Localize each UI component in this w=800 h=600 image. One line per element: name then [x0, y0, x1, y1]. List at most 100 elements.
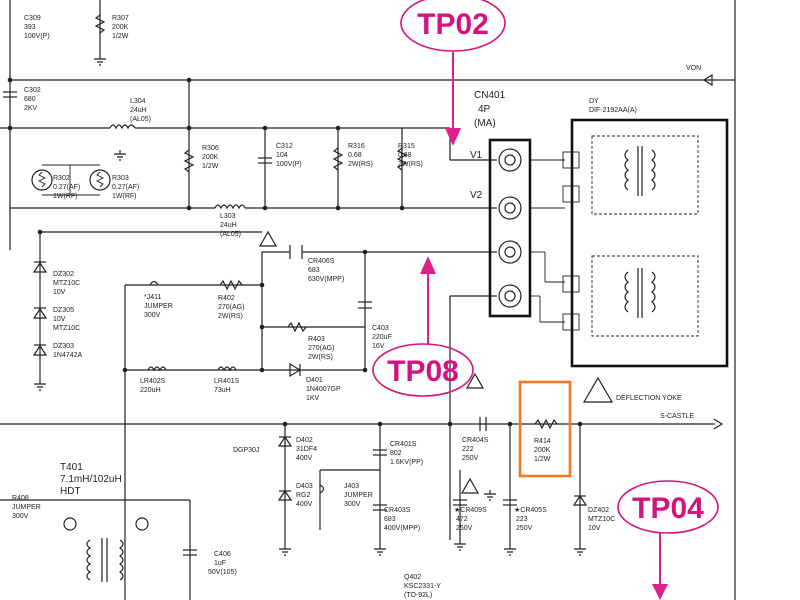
- label-r403: R403 270(AG) 2W(RS): [308, 336, 334, 361]
- svg-text:250V: 250V: [516, 525, 533, 532]
- svg-text:2W(RS): 2W(RS): [348, 161, 373, 168]
- label-r315: R315 0.68 2W(RS): [398, 143, 423, 168]
- svg-text:R306: R306: [202, 145, 219, 152]
- svg-text:D403: D403: [296, 483, 313, 490]
- svg-text:300V: 300V: [144, 312, 161, 319]
- svg-text:DZ303: DZ303: [53, 343, 74, 350]
- svg-text:100V(P): 100V(P): [276, 161, 302, 168]
- svg-text:222: 222: [462, 446, 474, 453]
- svg-text:*J411: *J411: [144, 294, 161, 301]
- svg-text:24uH: 24uH: [130, 107, 147, 114]
- svg-text:683: 683: [308, 267, 320, 274]
- svg-text:300V: 300V: [12, 513, 29, 520]
- component-symbols: [3, 14, 724, 582]
- svg-text:R315: R315: [398, 143, 415, 150]
- svg-text:1W(RF): 1W(RF): [53, 193, 78, 200]
- svg-text:200K: 200K: [534, 447, 551, 454]
- label-dz402: DZ402 MTZ10C 10V: [588, 507, 615, 532]
- svg-text:2W(RS): 2W(RS): [218, 313, 243, 320]
- svg-text:★CR405S: ★CR405S: [514, 506, 547, 514]
- junctions: [7, 77, 583, 427]
- pin-v1-label: V1: [470, 150, 483, 161]
- svg-text:630V(MPP): 630V(MPP): [308, 276, 344, 283]
- svg-text:J403: J403: [344, 483, 359, 490]
- svg-text:C403: C403: [372, 325, 389, 332]
- svg-text:(TO-92L): (TO-92L): [404, 592, 432, 599]
- label-c403: C403 220uF 16V: [372, 325, 392, 350]
- svg-text:CR403S: CR403S: [384, 507, 411, 514]
- deflection-yoke-box: [562, 118, 729, 368]
- svg-text:R403: R403: [308, 336, 325, 343]
- svg-text:1/2W: 1/2W: [534, 456, 551, 463]
- svg-text:220uH: 220uH: [140, 387, 161, 394]
- svg-text:R408: R408: [12, 495, 29, 502]
- svg-text:1W(RF): 1W(RF): [112, 193, 137, 200]
- svg-text:R414: R414: [534, 438, 551, 445]
- svg-text:C406: C406: [214, 551, 231, 558]
- label-cr409s: ★CR409S 472 250V: [454, 506, 487, 532]
- svg-text:220uF: 220uF: [372, 334, 392, 341]
- cn401-pins: 4P: [478, 104, 491, 115]
- svg-text:683: 683: [384, 516, 396, 523]
- svg-text:L303: L303: [220, 213, 236, 220]
- label-dz302: DZ302 MTZ10C 10V: [53, 271, 80, 296]
- svg-text:JUMPER: JUMPER: [344, 492, 373, 499]
- svg-text:0.68: 0.68: [398, 152, 412, 159]
- svg-text:270(AG): 270(AG): [308, 345, 334, 352]
- svg-text:1N4007GP: 1N4007GP: [306, 386, 341, 393]
- svg-text:1N4742A: 1N4742A: [53, 352, 83, 359]
- label-r306: R306 200K 1/2W: [202, 145, 219, 170]
- svg-text:★CR409S: ★CR409S: [454, 506, 487, 514]
- svg-text:10V: 10V: [53, 316, 66, 323]
- label-cr403s: CR403S 683 400V(MPP): [384, 507, 420, 532]
- label-r408: R408 JUMPER 300V: [12, 495, 41, 520]
- svg-text:31DF4: 31DF4: [296, 446, 317, 453]
- svg-text:1.6KV(PP): 1.6KV(PP): [390, 459, 423, 466]
- svg-text:0.68: 0.68: [348, 152, 362, 159]
- svg-text:24uH: 24uH: [220, 222, 237, 229]
- label-c302: C302 680 2KV: [24, 87, 41, 112]
- svg-text:10V: 10V: [588, 525, 601, 532]
- label-dz303: DZ303 1N4742A: [53, 343, 83, 359]
- svg-text:JUMPER: JUMPER: [12, 504, 41, 511]
- svg-text:472: 472: [456, 516, 468, 523]
- svg-text:2KV: 2KV: [24, 105, 38, 112]
- svg-text:1/2W: 1/2W: [202, 163, 219, 170]
- label-r402: R402 270(AG) 2W(RS): [218, 295, 244, 320]
- label-l304: L304 24uH (AL05): [130, 98, 151, 123]
- svg-text:1/2W: 1/2W: [112, 33, 129, 40]
- svg-text:200K: 200K: [202, 154, 219, 161]
- svg-text:LR402S: LR402S: [140, 378, 166, 385]
- tp04-marker: TP04: [617, 480, 719, 600]
- svg-text:200K: 200K: [112, 24, 129, 31]
- svg-text:50V(105): 50V(105): [208, 569, 237, 576]
- svg-text:LR401S: LR401S: [214, 378, 240, 385]
- label-lr401s: LR401S 73uH: [214, 378, 240, 394]
- label-r302: R302 0.27(AF) 1W(RF): [53, 175, 80, 200]
- tp08-label: TP08: [387, 355, 459, 388]
- svg-text:R316: R316: [348, 143, 365, 150]
- label-cr401s: CR401S 802 1.6KV(PP): [390, 441, 423, 466]
- label-j403: J403 JUMPER 300V: [344, 483, 373, 508]
- label-t401: T401 7.1mH/102uH HDT: [60, 462, 122, 497]
- tp08-marker: TP08: [372, 256, 474, 397]
- label-r303: R303 0.27(AF) 1W(RF): [112, 175, 139, 200]
- label-r307: R307 200K 1/2W: [112, 15, 129, 40]
- svg-text:CR404S: CR404S: [462, 437, 489, 444]
- svg-text:400V: 400V: [296, 501, 313, 508]
- cn401-ref: CN401: [474, 90, 506, 101]
- svg-text:JUMPER: JUMPER: [144, 303, 173, 310]
- svg-text:7.1mH/102uH: 7.1mH/102uH: [60, 474, 122, 485]
- svg-text:10V: 10V: [53, 289, 66, 296]
- label-r414: R414 200K 1/2W: [534, 438, 551, 463]
- svg-text:(AL05): (AL05): [130, 116, 151, 123]
- tp02-label: TP02: [417, 8, 489, 41]
- svg-text:R302: R302: [53, 175, 70, 182]
- svg-text:73uH: 73uH: [214, 387, 231, 394]
- svg-text:1KV: 1KV: [306, 395, 320, 402]
- connector-cn401: [488, 138, 532, 318]
- svg-text:D401: D401: [306, 377, 323, 384]
- svg-text:C302: C302: [24, 87, 41, 94]
- svg-text:DZ402: DZ402: [588, 507, 609, 514]
